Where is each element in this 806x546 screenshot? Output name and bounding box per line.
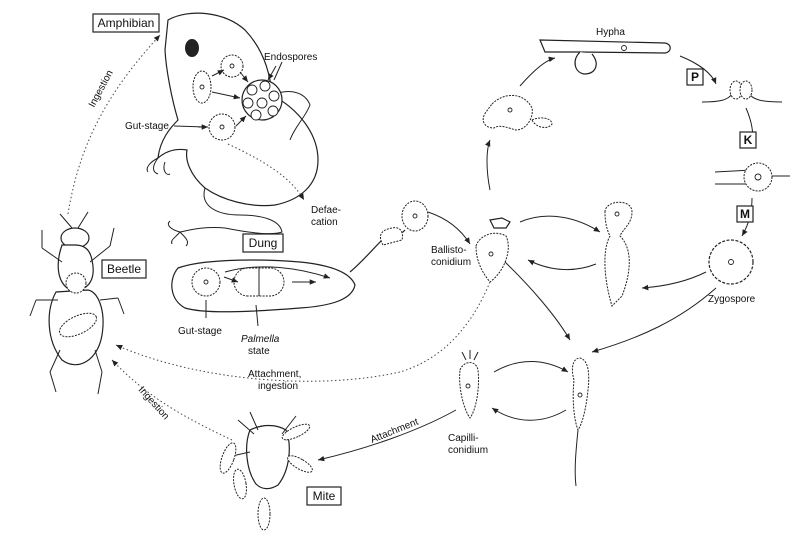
hypha-illustration [539, 39, 671, 75]
ballistoconidium-shapes [475, 95, 633, 307]
dung-label: Dung [242, 233, 284, 253]
endospores-label: Endospores [264, 52, 317, 63]
palmella-label-1: Palmella [241, 334, 280, 345]
capilliconidium-label-1: Capilli- [448, 433, 479, 444]
mating-k [714, 162, 790, 192]
svg-text:Dung: Dung [249, 236, 278, 250]
attachment-ingestion-label-1: Attachment, [248, 369, 301, 380]
gut-stage-dung-label: Gut-stage [178, 326, 222, 337]
m-label: M [736, 205, 754, 223]
ingestion-lower-label: Ingestion [136, 385, 171, 423]
endospore-cluster [241, 79, 283, 121]
k-label: K [739, 131, 757, 149]
gut-stage-top-label: Gut-stage [125, 121, 169, 132]
svg-text:Amphibian: Amphibian [98, 16, 155, 30]
amphibian-label: Amphibian [92, 13, 160, 33]
mite-illustration [219, 411, 313, 531]
svg-text:K: K [744, 133, 753, 147]
ballistoconidium-label-2: conidium [431, 257, 471, 268]
mating-p [701, 80, 783, 103]
p-label: P [686, 68, 704, 86]
beetle-illustration [29, 211, 125, 395]
ballistoconidium-label-1: Ballisto- [431, 245, 467, 256]
hypha-label: Hypha [596, 27, 625, 38]
svg-text:M: M [740, 207, 750, 221]
svg-text:Beetle: Beetle [107, 262, 141, 276]
defaecation-label-2: cation [311, 217, 338, 228]
beetle-label: Beetle [101, 259, 147, 279]
svg-text:P: P [691, 70, 699, 84]
frog-illustration [146, 12, 319, 247]
dung-illustration [171, 259, 356, 327]
mite-label: Mite [306, 486, 342, 506]
defaecation-label-1: Defae- [311, 205, 341, 216]
palmella-label-2: state [248, 346, 270, 357]
attachment-ingestion-label-2: ingestion [258, 381, 298, 392]
capilliconidium-label-2: conidium [448, 445, 488, 456]
svg-text:Mite: Mite [313, 489, 336, 503]
capilliconidium-shapes [459, 350, 590, 487]
zygospore-label: Zygospore [708, 294, 756, 305]
ingestion-left-label: Ingestion [87, 68, 116, 109]
germinating-cell [349, 200, 429, 273]
zygospore-shape [708, 239, 754, 285]
